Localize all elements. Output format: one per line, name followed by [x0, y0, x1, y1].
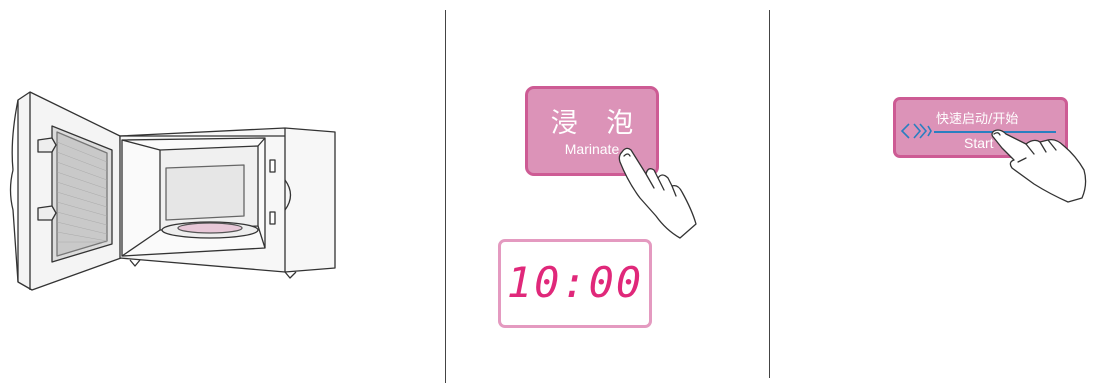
hand-pointer-icon — [991, 129, 1087, 203]
step-divider-1 — [445, 10, 446, 383]
display-time: 10:00 — [506, 258, 644, 307]
start-label-en: Start — [964, 135, 994, 151]
marinate-label-cn: 浸 泡 — [550, 108, 644, 139]
lcd-display: 10:00 — [498, 239, 652, 328]
marinate-button[interactable]: 浸 泡 Marinate — [525, 86, 659, 176]
hand-pointer-icon — [618, 147, 697, 239]
quick-start-button[interactable]: 快速启动/开始 Start — [893, 97, 1068, 158]
microwave-open-door-icon — [9, 91, 336, 291]
start-label-cn: 快速启动/开始 — [936, 112, 1019, 127]
lightning-start-icon — [900, 123, 932, 139]
marinate-label-en: Marinate — [564, 141, 620, 157]
step-divider-2 — [769, 10, 770, 378]
